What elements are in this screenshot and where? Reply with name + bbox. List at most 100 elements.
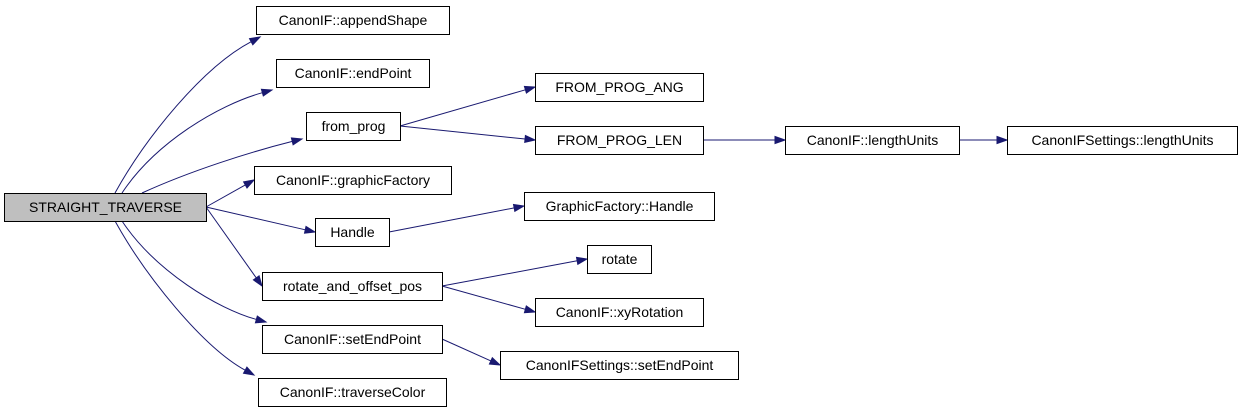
node-label: Handle bbox=[330, 224, 375, 240]
node-traverse-color[interactable]: CanonIF::traverseColor bbox=[258, 378, 447, 407]
arrowhead bbox=[290, 137, 304, 146]
node-box bbox=[258, 378, 447, 407]
node-label: CanonIF::xyRotation bbox=[556, 304, 684, 320]
edge-straight_traverse-to-set_end_point bbox=[121, 220, 268, 324]
node-box bbox=[587, 245, 652, 274]
edge-layer bbox=[114, 36, 1009, 376]
node-box bbox=[276, 59, 430, 88]
node-rotate[interactable]: rotate bbox=[587, 245, 652, 274]
node-straight-traverse[interactable]: STRAIGHT_TRAVERSE bbox=[4, 193, 207, 222]
edge-straight_traverse-to-from_prog bbox=[141, 137, 304, 194]
edge-straight_traverse-to-rotate_and_offset_pos bbox=[205, 206, 263, 288]
edge-handle-to-gf_handle bbox=[388, 203, 526, 233]
node-from-prog[interactable]: from_prog bbox=[306, 112, 401, 141]
node-box bbox=[500, 351, 739, 380]
node-layer: STRAIGHT_TRAVERSE CanonIF::appendShapeCan… bbox=[4, 6, 1238, 407]
node-box bbox=[262, 325, 443, 354]
edge-line bbox=[121, 92, 263, 194]
edge-line bbox=[141, 140, 293, 194]
node-label: CanonIF::lengthUnits bbox=[807, 132, 939, 148]
arrowhead bbox=[242, 366, 256, 376]
arrowhead bbox=[303, 225, 317, 234]
edge-line bbox=[399, 125, 526, 140]
edge-from_prog-to-from_prog_ang bbox=[399, 85, 537, 127]
node-label: CanonIF::endPoint bbox=[295, 65, 412, 81]
arrowhead bbox=[248, 36, 262, 46]
arrowhead bbox=[488, 356, 502, 366]
node-label: CanonIFSettings::lengthUnits bbox=[1031, 132, 1213, 148]
edge-rotate_and_offset_pos-to-xy_rotation bbox=[441, 285, 537, 314]
node-label: STRAIGHT_TRAVERSE bbox=[29, 199, 182, 215]
node-box bbox=[535, 73, 704, 102]
node-xy-rotation[interactable]: CanonIF::xyRotation bbox=[535, 298, 704, 327]
edge-line bbox=[441, 260, 578, 287]
edge-straight_traverse-to-traverse_color bbox=[114, 220, 256, 376]
node-box bbox=[256, 6, 450, 35]
arrowhead bbox=[774, 135, 787, 145]
arrowhead bbox=[996, 135, 1009, 145]
node-settings-length-units[interactable]: CanonIFSettings::lengthUnits bbox=[1007, 126, 1238, 155]
arrowhead bbox=[252, 274, 263, 288]
node-box bbox=[315, 218, 390, 247]
node-box bbox=[785, 126, 960, 155]
node-box bbox=[4, 193, 207, 222]
node-box bbox=[254, 166, 452, 195]
arrowhead bbox=[242, 179, 256, 189]
arrowhead bbox=[254, 315, 268, 324]
edge-line bbox=[388, 207, 515, 233]
node-label: FROM_PROG_ANG bbox=[555, 79, 683, 95]
node-box bbox=[524, 192, 715, 221]
edge-length_units-to-settings_length_units bbox=[959, 135, 1009, 145]
node-rotate-and-offset-pos[interactable]: rotate_and_offset_pos bbox=[262, 272, 443, 301]
node-handle[interactable]: Handle bbox=[315, 218, 390, 247]
node-label: FROM_PROG_LEN bbox=[557, 132, 682, 148]
node-box bbox=[535, 298, 704, 327]
arrowhead bbox=[575, 256, 589, 266]
edge-line bbox=[114, 41, 252, 194]
edge-line bbox=[441, 338, 492, 362]
edge-line bbox=[205, 206, 306, 231]
edge-straight_traverse-to-graphic_factory bbox=[205, 179, 256, 208]
arrowhead bbox=[523, 305, 537, 314]
edge-from_prog_len-to-length_units bbox=[703, 135, 787, 145]
edge-line bbox=[399, 89, 526, 127]
edge-line bbox=[441, 285, 526, 310]
node-label: CanonIF::setEndPoint bbox=[284, 331, 421, 347]
node-label: from_prog bbox=[322, 118, 386, 134]
arrowhead bbox=[512, 203, 526, 213]
arrowhead bbox=[523, 85, 537, 94]
edge-straight_traverse-to-append_shape bbox=[114, 36, 262, 194]
edge-straight_traverse-to-handle bbox=[205, 206, 317, 234]
node-append-shape[interactable]: CanonIF::appendShape bbox=[256, 6, 450, 35]
arrowhead bbox=[260, 88, 274, 97]
edge-line bbox=[121, 220, 257, 320]
node-label: CanonIF::traverseColor bbox=[280, 384, 426, 400]
node-box bbox=[306, 112, 401, 141]
edge-line bbox=[205, 206, 257, 279]
node-label: rotate_and_offset_pos bbox=[283, 278, 422, 294]
edge-rotate_and_offset_pos-to-rotate bbox=[441, 256, 589, 287]
node-from-prog-len[interactable]: FROM_PROG_LEN bbox=[535, 126, 704, 155]
node-label: GraphicFactory::Handle bbox=[546, 198, 694, 214]
node-length-units[interactable]: CanonIF::lengthUnits bbox=[785, 126, 960, 155]
node-end-point[interactable]: CanonIF::endPoint bbox=[276, 59, 430, 88]
node-graphic-factory[interactable]: CanonIF::graphicFactory bbox=[254, 166, 452, 195]
node-set-end-point[interactable]: CanonIF::setEndPoint bbox=[262, 325, 443, 354]
node-box bbox=[535, 126, 704, 155]
edge-set_end_point-to-settings_set_end_point bbox=[441, 338, 502, 366]
node-from-prog-ang[interactable]: FROM_PROG_ANG bbox=[535, 73, 704, 102]
node-label: rotate bbox=[602, 251, 638, 267]
edge-line bbox=[205, 184, 246, 208]
edge-straight_traverse-to-end_point bbox=[121, 88, 274, 194]
node-label: CanonIF::graphicFactory bbox=[276, 172, 430, 188]
node-box bbox=[262, 272, 443, 301]
node-box bbox=[1007, 126, 1238, 155]
node-label: CanonIF::appendShape bbox=[279, 12, 428, 28]
edge-from_prog-to-from_prog_len bbox=[399, 125, 537, 144]
arrowhead bbox=[524, 134, 537, 144]
node-label: CanonIFSettings::setEndPoint bbox=[526, 357, 714, 373]
node-settings-set-end-point[interactable]: CanonIFSettings::setEndPoint bbox=[500, 351, 739, 380]
node-gf-handle[interactable]: GraphicFactory::Handle bbox=[524, 192, 715, 221]
edge-line bbox=[114, 220, 246, 371]
